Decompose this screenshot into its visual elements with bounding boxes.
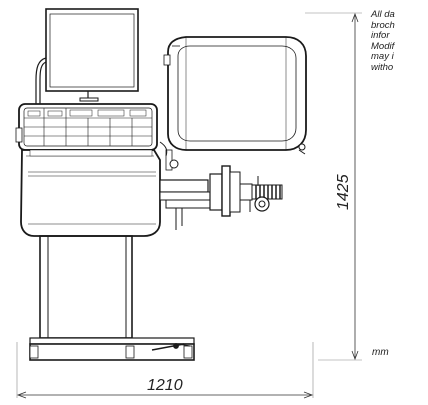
disclaimer-note: All da broch infor Modif may i witho [371,9,428,74]
unit-label: mm [372,347,389,358]
disclaimer-line-1: All da [371,9,395,20]
disclaimer-line-4: Modif [371,40,395,52]
base-column [29,235,195,361]
width-dimension [16,342,314,399]
cabinet [15,103,161,237]
disclaimer-line-5: may i [371,51,394,63]
height-dimension-label: 1425 [335,174,352,210]
disclaimer-line-6: witho [371,61,394,73]
shaft-assembly [159,149,283,230]
disclaimer-line-2: broch [371,19,395,31]
disclaimer-line-3: infor [371,30,390,42]
monitor-arm [35,57,47,104]
width-dimension-label: 1210 [147,377,183,394]
monitor [45,8,139,102]
height-dimension [305,12,362,361]
cable [159,141,168,157]
wheel-guard [163,36,307,155]
